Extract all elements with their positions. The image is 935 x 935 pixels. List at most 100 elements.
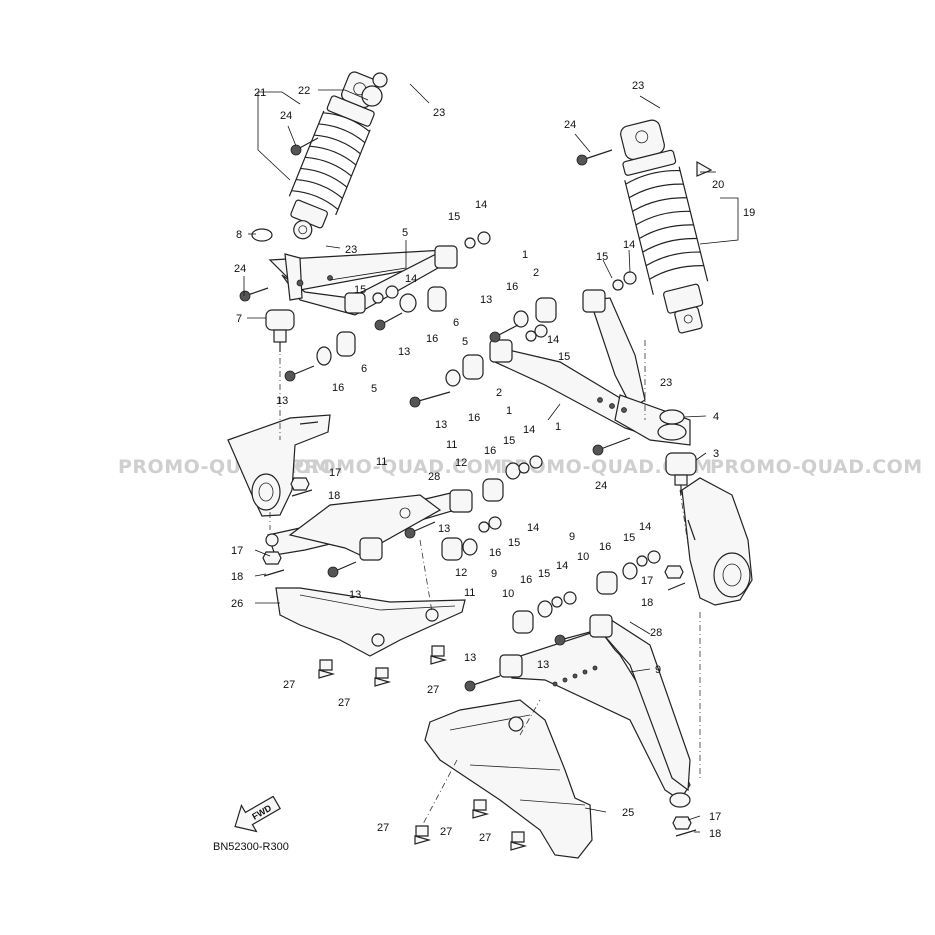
callout-23: 23	[660, 377, 672, 389]
callout-16: 16	[484, 445, 496, 457]
callout-17: 17	[709, 811, 721, 823]
bushing-set	[336, 286, 618, 634]
callout-13: 13	[464, 652, 476, 664]
right-shock-absorber	[620, 119, 713, 334]
callout-5: 5	[371, 383, 377, 395]
ball-joint-cap	[659, 409, 685, 425]
left-steering-knuckle	[227, 414, 331, 517]
callout-9: 9	[655, 664, 661, 676]
callout-12: 12	[455, 457, 467, 469]
callout-14: 14	[475, 199, 487, 211]
callout-13: 13	[276, 395, 288, 407]
callout-15: 15	[538, 568, 550, 580]
callout-10: 10	[577, 551, 589, 563]
watermark: PROMO-QUAD.COM PROMO-QUAD.COM PROMO-QUAD…	[118, 456, 923, 478]
callout-24: 24	[280, 110, 292, 122]
callout-16: 16	[520, 574, 532, 586]
callout-18: 18	[328, 490, 340, 502]
forward-direction-arrow: FWD	[234, 795, 281, 833]
callout-23: 23	[345, 244, 357, 256]
callout-28: 28	[428, 471, 440, 483]
callout-14: 14	[527, 522, 539, 534]
callout-17: 17	[231, 545, 243, 557]
ball-joint	[265, 309, 295, 352]
callout-14: 14	[623, 239, 635, 251]
callout-21: 21	[254, 87, 266, 99]
lower-right-a-arm	[499, 614, 691, 808]
callout-28: 28	[650, 627, 662, 639]
callout-24: 24	[234, 263, 246, 275]
callout-15: 15	[596, 251, 608, 263]
callout-16: 16	[489, 547, 501, 559]
callout-9: 9	[491, 568, 497, 580]
callout-16: 16	[426, 333, 438, 345]
cotter-pin-set	[263, 489, 697, 837]
centerlines	[269, 340, 701, 827]
callout-7: 7	[236, 313, 242, 325]
callout-15: 15	[354, 284, 366, 296]
callout-25: 25	[622, 807, 634, 819]
callout-12: 12	[455, 567, 467, 579]
callout-24: 24	[595, 480, 607, 492]
callout-27: 27	[440, 826, 452, 838]
callout-27: 27	[427, 684, 439, 696]
ball-joint	[665, 452, 697, 495]
callout-14: 14	[639, 521, 651, 533]
callout-17: 17	[641, 575, 653, 587]
right-steering-knuckle	[681, 477, 753, 606]
callout-4: 4	[713, 411, 719, 423]
callout-19: 19	[743, 207, 755, 219]
callout-2: 2	[533, 267, 539, 279]
right-a-arm-guard	[424, 699, 593, 859]
callout-18: 18	[709, 828, 721, 840]
watermark-text: PROMO-QUAD.COM	[710, 456, 923, 478]
callout-16: 16	[599, 541, 611, 553]
callout-15: 15	[623, 532, 635, 544]
callout-14: 14	[556, 560, 568, 572]
callout-3: 3	[713, 448, 719, 460]
callout-1: 1	[555, 421, 561, 433]
upper-left-a-arm	[268, 245, 458, 316]
callout-6: 6	[361, 363, 367, 375]
watermark-text: PROMO-QUAD.COM	[290, 456, 503, 478]
callout-14: 14	[523, 424, 535, 436]
callout-27: 27	[377, 822, 389, 834]
callout-26: 26	[231, 598, 243, 610]
callout-15: 15	[508, 537, 520, 549]
callout-20: 20	[712, 179, 724, 191]
callout-15: 15	[503, 435, 515, 447]
guard-bolt-set	[318, 645, 528, 851]
callout-15: 15	[448, 211, 460, 223]
callout-13: 13	[398, 346, 410, 358]
callout-14: 14	[405, 273, 417, 285]
callout-24: 24	[564, 119, 576, 131]
callout-5: 5	[402, 227, 408, 239]
circlip	[251, 228, 273, 242]
callout-5: 5	[462, 336, 468, 348]
watermark-text: PROMO-QUAD.COM	[500, 456, 713, 478]
callout-1: 1	[506, 405, 512, 417]
leader-lines	[243, 83, 739, 833]
callout-2: 2	[496, 387, 502, 399]
bolt-set	[239, 137, 631, 692]
callout-17: 17	[329, 467, 341, 479]
callout-13: 13	[435, 419, 447, 431]
callout-11: 11	[446, 439, 457, 451]
callout-13: 13	[537, 659, 549, 671]
callout-16: 16	[506, 281, 518, 293]
left-a-arm-guard	[275, 587, 466, 657]
callout-1: 1	[522, 249, 528, 261]
callout-14: 14	[547, 334, 559, 346]
callout-23: 23	[433, 107, 445, 119]
callout-13: 13	[438, 523, 450, 535]
callout-27: 27	[338, 697, 350, 709]
callout-13: 13	[349, 589, 361, 601]
callout-labels: 1 1 1 2 2 3 4 5 5 5 6 6 7 8 9 9 9 10 10 …	[231, 80, 755, 844]
callout-13: 13	[480, 294, 492, 306]
callout-15: 15	[558, 351, 570, 363]
diagram-code: BN52300-R300	[213, 841, 289, 853]
callout-11: 11	[376, 456, 387, 468]
upper-right-a-arm	[489, 289, 691, 446]
callout-22: 22	[298, 85, 310, 97]
